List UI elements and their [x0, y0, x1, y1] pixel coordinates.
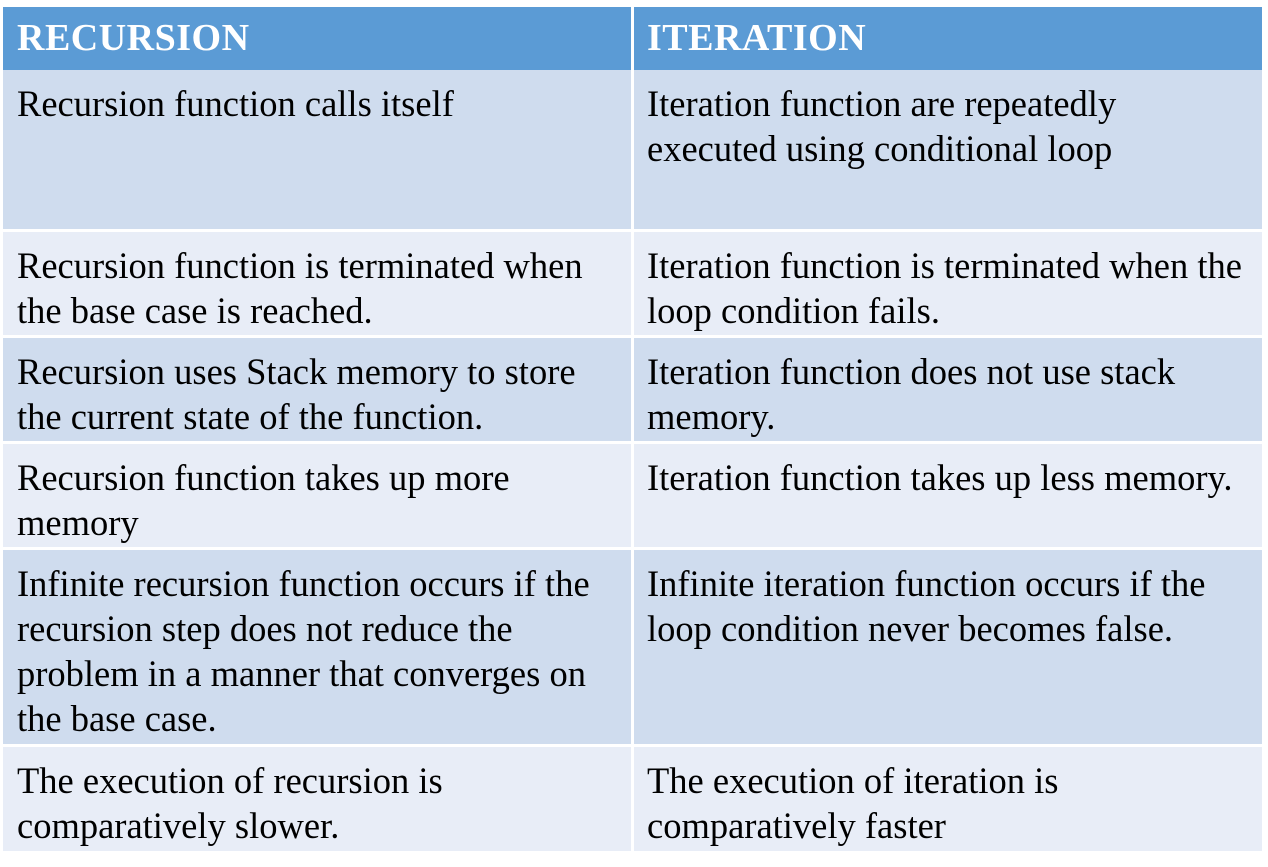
row-6-iteration: The execution of iteration is comparativ…: [631, 744, 1262, 851]
row-5-iteration: Infinite iteration function occurs if th…: [631, 547, 1262, 744]
row-1-recursion: Recursion function calls itself: [3, 70, 631, 229]
row-2-recursion: Recursion function is terminated when th…: [3, 229, 631, 335]
row-5-recursion: Infinite recursion function occurs if th…: [3, 547, 631, 744]
comparison-table: RECURSION ITERATION Recursion function c…: [3, 7, 1262, 852]
row-4-iteration: Iteration function takes up less memory.: [631, 441, 1262, 547]
row-2-iteration: Iteration function is terminated when th…: [631, 229, 1262, 335]
row-1-iteration: Iteration function are repeatedly execut…: [631, 70, 1262, 229]
row-3-iteration: Iteration function does not use stack me…: [631, 335, 1262, 441]
row-6-recursion: The execution of recursion is comparativ…: [3, 744, 631, 851]
header-recursion: RECURSION: [3, 7, 631, 70]
row-4-recursion: Recursion function takes up more memory: [3, 441, 631, 547]
row-3-recursion: Recursion uses Stack memory to store the…: [3, 335, 631, 441]
header-iteration: ITERATION: [631, 7, 1262, 70]
